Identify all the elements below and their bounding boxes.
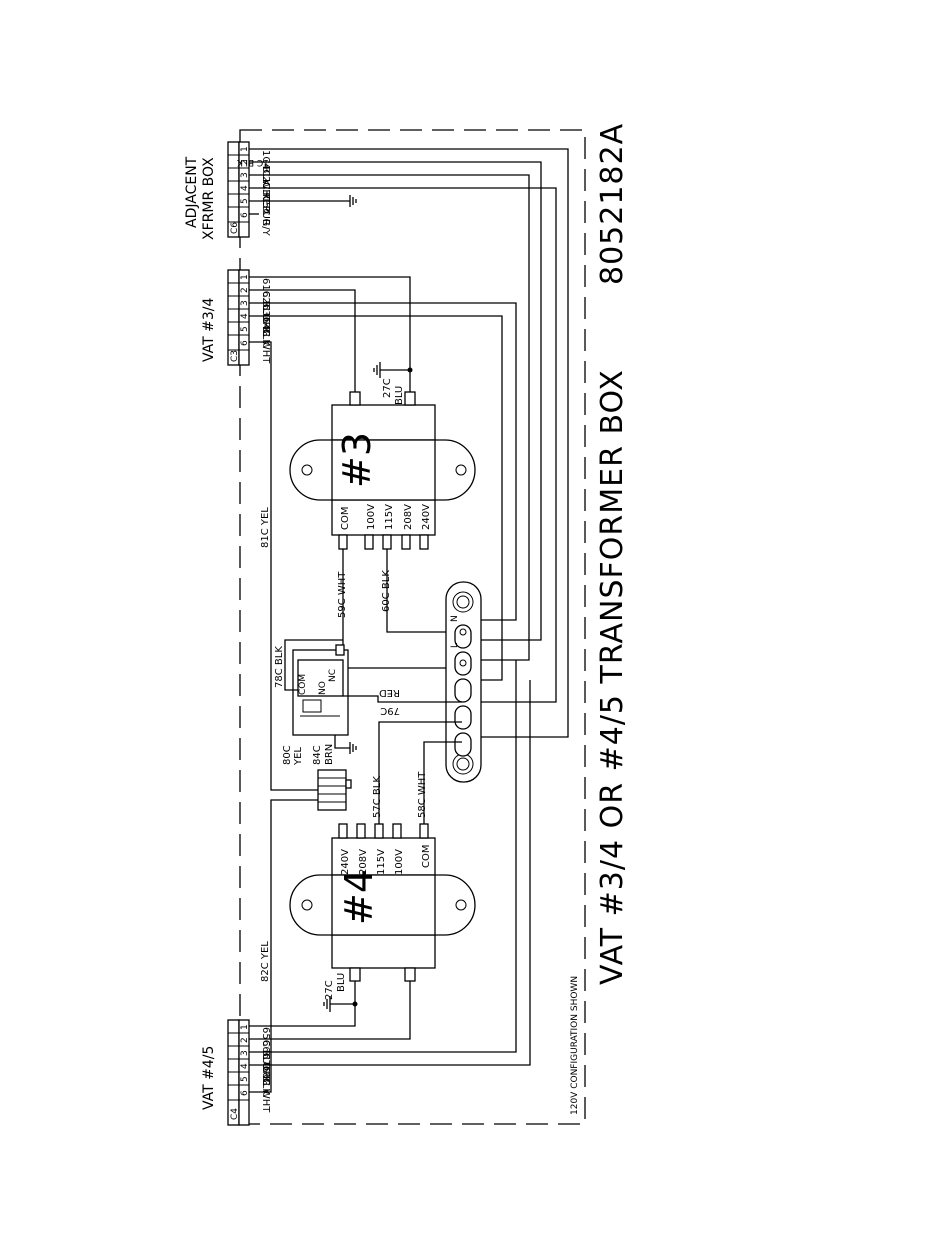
t3-tap-100v: 100V <box>366 504 377 530</box>
config-note: 120V CONFIGURATION SHOWN <box>570 976 580 1115</box>
t3-tap-115v: 115V <box>384 504 395 530</box>
connector-c6: C6 1 2 3 4 5 6 <box>227 141 250 238</box>
adjacent-label-2: XFRMR BOX <box>201 157 217 240</box>
svg-text:1C BLK: 1C BLK <box>236 157 269 167</box>
wire-64c-label: 64C WHT <box>260 317 271 364</box>
connector-c3: C3 1 2 3 4 5 6 <box>227 269 250 366</box>
wire-1c-label: 1C BLK <box>260 150 271 186</box>
svg-text:3: 3 <box>240 172 250 178</box>
wire-58c-label: 58C WHT <box>417 771 428 818</box>
wire-79c-color: RED <box>379 687 400 698</box>
terminal-block <box>445 581 482 783</box>
svg-text:3: 3 <box>240 1050 250 1056</box>
svg-text:3: 3 <box>240 300 250 306</box>
t3-output-wires <box>342 549 462 669</box>
terminal-l-mark: L <box>450 643 460 648</box>
relay-wires <box>284 639 462 754</box>
wire-78c-label: 78C BLK <box>274 646 285 688</box>
t4-tap-240v: 240V <box>340 849 351 875</box>
wire-68c-label: 68C WHT <box>260 1066 271 1113</box>
svg-text:5: 5 <box>240 1076 250 1082</box>
transformer-4: #4 <box>289 823 476 982</box>
svg-text:6: 6 <box>240 340 250 346</box>
wire-84c-color: BRN <box>324 744 335 765</box>
transformer-3: #3 <box>289 391 476 550</box>
svg-text:2: 2 <box>240 159 250 165</box>
t3-tap-208v: 208V <box>403 504 414 530</box>
wire-82c-label: 82C YEL <box>260 941 271 982</box>
svg-text:1: 1 <box>240 1024 250 1030</box>
wire-61c-label: 61C BLU <box>260 278 271 320</box>
wire-63c-label: 63C BLK <box>260 304 271 346</box>
wire-5c-label: 5C G/Y <box>260 202 271 237</box>
vat45-label: VAT #4/5 <box>201 1046 217 1110</box>
terminal-n-mark: N <box>450 615 460 622</box>
t4-tap-com: COM <box>421 845 432 868</box>
svg-text:5: 5 <box>240 326 250 332</box>
wire-80c-label: 80C <box>282 745 293 765</box>
svg-text:1: 1 <box>240 146 250 152</box>
part-number: 8052182A <box>595 123 630 285</box>
wire-60c-label: 60C BLK <box>381 570 392 612</box>
vat34-label: VAT #3/4 <box>201 297 217 362</box>
t3-tap-com: COM <box>340 507 351 530</box>
relay-nc: NC <box>328 669 338 682</box>
switch-block <box>317 769 352 811</box>
svg-text:6: 6 <box>240 1090 250 1096</box>
relay-no: NO <box>318 681 328 695</box>
transformer-4-number: #4 <box>337 869 381 925</box>
svg-text:C3: C3 <box>230 350 240 362</box>
wire-66c-label: 66C ORG <box>260 1040 271 1085</box>
wire-81c-label: 81C YEL <box>260 507 271 548</box>
svg-text:2: 2 <box>240 287 250 293</box>
adjacent-label-1: ADJACENT <box>184 156 200 228</box>
svg-text:6: 6 <box>240 212 250 218</box>
svg-text:1: 1 <box>240 274 250 280</box>
wire-84c-label: 84C <box>312 745 323 765</box>
wire-79c-label: 79C <box>380 705 400 716</box>
wire-67c-label: 67C BLK <box>260 1053 271 1095</box>
svg-text:4: 4 <box>240 185 250 191</box>
diagram-title: VAT #3/4 OR #4/5 TRANSFORMER BOX <box>595 369 630 985</box>
t3-tap-240v: 240V <box>421 504 432 530</box>
vat34-wires <box>249 276 517 791</box>
svg-text:4: 4 <box>240 313 250 319</box>
svg-text:C4: C4 <box>230 1108 240 1120</box>
t3-ground-blu: BLU <box>394 386 405 405</box>
connector-c4: C4 1 2 3 4 5 6 <box>227 1019 250 1126</box>
relay <box>292 644 349 736</box>
svg-text:5: 5 <box>240 198 250 204</box>
wire-4c-label: 4C WHT <box>260 163 271 204</box>
wire-59c-label: 59C WHT <box>337 571 348 618</box>
t4-tap-115v: 115V <box>376 849 387 875</box>
wire-3c-label: 3C PUR <box>260 189 271 226</box>
vat45-wires <box>249 660 531 1093</box>
wire-65c-label: 65C BLU <box>260 1027 271 1069</box>
t4-ground-27c: 27C <box>324 980 335 1000</box>
wire-62c-label: 62C ORG <box>260 291 271 336</box>
transformer-3-number: #3 <box>335 432 379 488</box>
enclosure-border <box>239 129 586 1125</box>
wire-80c-color: YEL <box>293 747 304 766</box>
wire-57c-label: 57C BLK <box>372 776 383 818</box>
svg-text:4: 4 <box>240 1063 250 1069</box>
t4-output-wires <box>378 721 462 824</box>
wire-2c-label: 2C RED <box>260 176 271 214</box>
t3-ground-27c: 27C <box>382 378 393 398</box>
t4-tap-100v: 100V <box>394 849 405 875</box>
t4-tap-208v: 208V <box>358 849 369 875</box>
svg-text:C6: C6 <box>230 222 240 234</box>
svg-text:2: 2 <box>240 1037 250 1043</box>
adjacent-wires: 1C BLK <box>236 148 569 738</box>
t4-ground-blu: BLU <box>336 973 347 992</box>
relay-com: COM <box>298 674 308 695</box>
